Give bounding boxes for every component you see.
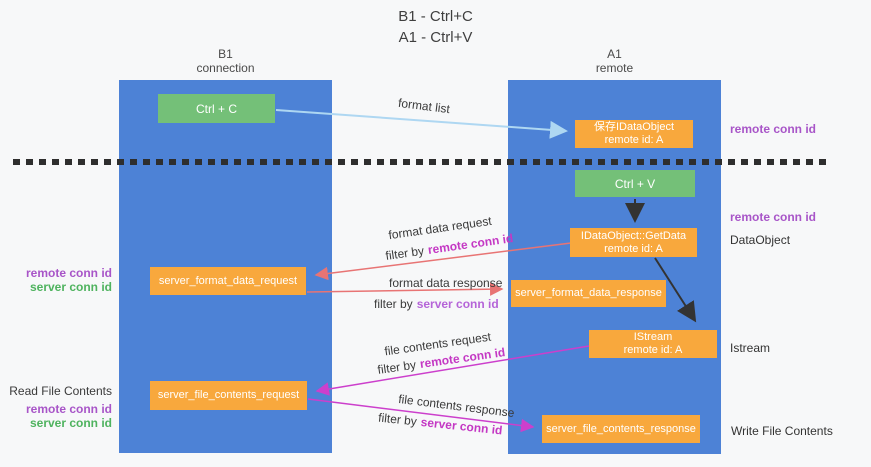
server-format-data-response-node: server_format_data_response — [511, 280, 666, 307]
left-column-header: B1 connection — [119, 47, 332, 75]
idataobject-getdata-node: IDataObject::GetData remote id: A — [570, 228, 697, 257]
server-format-data-request-node: server_format_data_request — [150, 267, 306, 295]
ctrl-c-node: Ctrl + C — [158, 94, 275, 123]
remote-conn-id-annotation-left-1: remote conn id — [25, 266, 112, 280]
server-conn-id-text: server conn id — [416, 297, 499, 311]
save-idataobject-node: 保存IDataObject remote id: A — [575, 120, 693, 148]
save-idataobject-line2: remote id: A — [604, 134, 664, 146]
remote-conn-id-annotation-mid: remote conn id — [730, 210, 817, 224]
filter-by-text: filter by — [374, 297, 413, 311]
server-format-data-response-label: server_format_data_response — [515, 287, 662, 299]
remote-conn-id-annotation-left-2: remote conn id — [25, 402, 112, 416]
right-column-role: remote — [595, 61, 634, 75]
istream-annotation: Istream — [730, 341, 771, 355]
title-line-2: A1 - Ctrl+V — [398, 29, 473, 46]
save-idataobject-line1: 保存IDataObject — [593, 121, 675, 133]
phase-separator-dashed-line — [13, 159, 831, 165]
write-file-contents-annotation: Write File Contents — [731, 424, 833, 438]
read-file-contents-annotation: Read File Contents — [9, 384, 112, 398]
idataobject-getdata-line1: IDataObject::GetData — [580, 229, 687, 242]
format-data-response-label: format data response — [389, 276, 503, 290]
server-conn-id-annotation-left-1: server conn id — [29, 280, 112, 294]
server-file-contents-request-node: server_file_contents_request — [150, 381, 307, 410]
server-format-data-request-label: server_format_data_request — [158, 274, 298, 287]
ctrl-v-node: Ctrl + V — [575, 170, 695, 197]
format-list-label: format list — [397, 95, 451, 117]
server-file-contents-response-label: server_file_contents_response — [546, 422, 696, 435]
idataobject-getdata-line2: remote id: A — [604, 242, 663, 255]
filter-by-text: filter by — [376, 357, 417, 377]
remote-conn-id-annotation-top: remote conn id — [730, 122, 817, 136]
left-column-role: connection — [196, 61, 255, 75]
istream-line2: remote id: A — [623, 344, 683, 356]
ctrl-c-label: Ctrl + C — [195, 101, 237, 116]
title-line-1: B1 - Ctrl+C — [398, 8, 473, 25]
server-conn-id-text: server conn id — [420, 414, 504, 438]
left-column-name: B1 — [218, 47, 233, 61]
istream-line1: IStream — [633, 331, 673, 343]
istream-node: IStream remote id: A — [589, 330, 717, 358]
server-file-contents-response-node: server_file_contents_response — [542, 415, 700, 443]
diagram-title: B1 - Ctrl+C A1 - Ctrl+V — [0, 6, 871, 48]
right-column-name: A1 — [607, 47, 622, 61]
filter-by-text: filter by — [377, 410, 418, 429]
server-conn-id-annotation-left-2: server conn id — [29, 416, 112, 430]
ctrl-v-label: Ctrl + V — [614, 176, 656, 191]
right-column-header: A1 remote — [508, 47, 721, 75]
server-file-contents-request-label: server_file_contents_request — [157, 389, 300, 401]
dataobject-annotation: DataObject — [730, 233, 791, 247]
filter-by-text: filter by — [384, 243, 425, 263]
